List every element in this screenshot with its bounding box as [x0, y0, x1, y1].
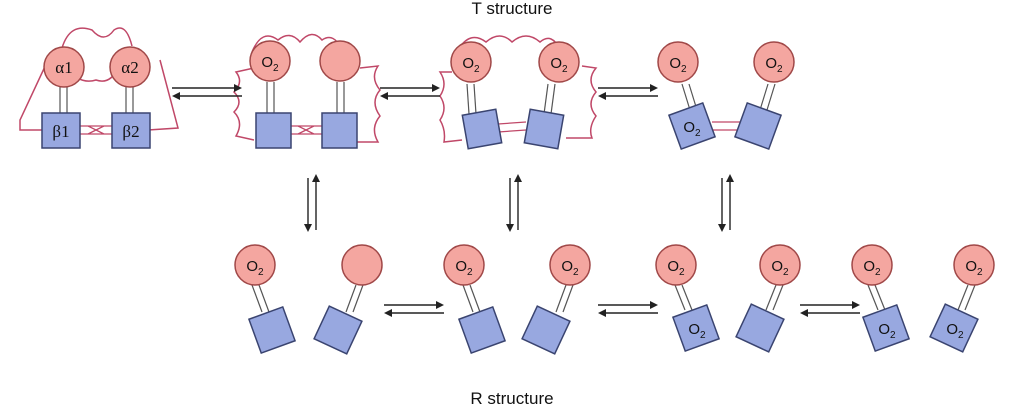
alpha-subunit: [319, 40, 361, 82]
alpha-subunit-oxygenated: [655, 244, 697, 286]
alpha2-label: α2: [121, 58, 138, 77]
beta-subunit: [255, 112, 292, 149]
r-state-0: O2: [234, 244, 383, 355]
beta-subunit-oxygenated: [861, 303, 911, 353]
alpha-subunit-oxygenated: [450, 41, 492, 83]
t-state-0-deoxy: α1 α2 β1 β2: [19, 27, 179, 149]
alpha-subunit-oxygenated: [443, 244, 485, 286]
r-state-2: O2 O2 O2: [655, 244, 801, 353]
t-state-2: O2 O2: [438, 35, 598, 150]
equilibrium-arrow: [304, 174, 320, 232]
beta-subunit-oxygenated: [929, 303, 979, 353]
beta2-subunit: [111, 112, 151, 149]
alpha-subunit-oxygenated: [953, 244, 995, 286]
equilibrium-arrow: [380, 84, 440, 100]
beta-interface-link: [497, 121, 527, 133]
t-state-3: O2 O2 O2: [657, 41, 795, 151]
o2-label: O2: [683, 119, 701, 139]
beta-subunit: [461, 108, 503, 150]
o2-label: O2: [261, 54, 279, 74]
beta-subunit: [247, 305, 297, 355]
r-structure-title: R structure: [470, 389, 553, 408]
beta-subunit-oxygenated: [667, 101, 717, 151]
equilibrium-arrow: [718, 174, 734, 232]
beta-interface-link: [290, 125, 322, 135]
beta-subunit: [457, 305, 507, 355]
alpha-subunit-oxygenated: [249, 40, 291, 82]
beta-subunit: [523, 108, 565, 150]
equilibrium-arrow: [800, 301, 860, 317]
equilibrium-arrow: [598, 84, 658, 100]
alpha-subunit-oxygenated: [851, 244, 893, 286]
beta-subunit: [735, 303, 785, 353]
alpha-subunit: [341, 244, 383, 286]
r-state-3: O2 O2 O2 O2: [851, 244, 995, 353]
alpha2-subunit: [109, 46, 151, 88]
alpha-subunit-oxygenated: [234, 244, 276, 286]
alpha-subunit-oxygenated: [538, 41, 580, 83]
salt-bridge-line: [566, 65, 598, 139]
salt-bridge-line: [61, 27, 133, 49]
o2-label: O2: [946, 321, 964, 341]
beta-interface-link: [80, 125, 112, 135]
t-structure-title: T structure: [472, 0, 553, 18]
o2-label: O2: [863, 258, 881, 278]
o2-label: O2: [965, 258, 983, 278]
beta-subunit: [521, 305, 571, 355]
alpha-subunit-oxygenated: [549, 244, 591, 286]
o2-label: O2: [667, 258, 685, 278]
o2-label: O2: [765, 55, 783, 75]
salt-bridge-line: [147, 59, 179, 131]
t-state-1: O2: [232, 33, 381, 149]
alpha-subunit-oxygenated: [759, 244, 801, 286]
alpha-subunit-oxygenated: [753, 41, 795, 83]
o2-label: O2: [688, 321, 706, 341]
equilibrium-arrow: [384, 301, 444, 317]
alpha1-label: α1: [55, 58, 72, 77]
o2-label: O2: [246, 258, 264, 278]
o2-label: O2: [455, 258, 473, 278]
beta2-label: β2: [122, 122, 139, 141]
alpha-subunit-oxygenated: [657, 41, 699, 83]
salt-bridge-line: [355, 65, 381, 143]
beta1-subunit: [41, 112, 81, 149]
equilibrium-arrow: [598, 301, 658, 317]
beta-subunit: [313, 305, 363, 355]
o2-label: O2: [550, 55, 568, 75]
salt-bridge-line: [232, 67, 255, 141]
beta1-label: β1: [52, 122, 69, 141]
salt-bridge-line: [251, 33, 343, 53]
o2-label: O2: [561, 258, 579, 278]
o2-label: O2: [771, 258, 789, 278]
r-state-1: O2 O2: [443, 244, 591, 355]
salt-bridge-line: [438, 71, 463, 143]
beta-subunit: [321, 112, 358, 149]
equilibrium-arrow: [172, 84, 242, 100]
salt-bridge-line: [457, 35, 561, 51]
beta-subunit: [733, 101, 783, 151]
alpha1-subunit: [43, 46, 85, 88]
equilibrium-arrow: [506, 174, 522, 232]
o2-label: O2: [462, 55, 480, 75]
beta-subunit-oxygenated: [671, 303, 721, 353]
o2-label: O2: [878, 321, 896, 341]
o2-label: O2: [669, 55, 687, 75]
